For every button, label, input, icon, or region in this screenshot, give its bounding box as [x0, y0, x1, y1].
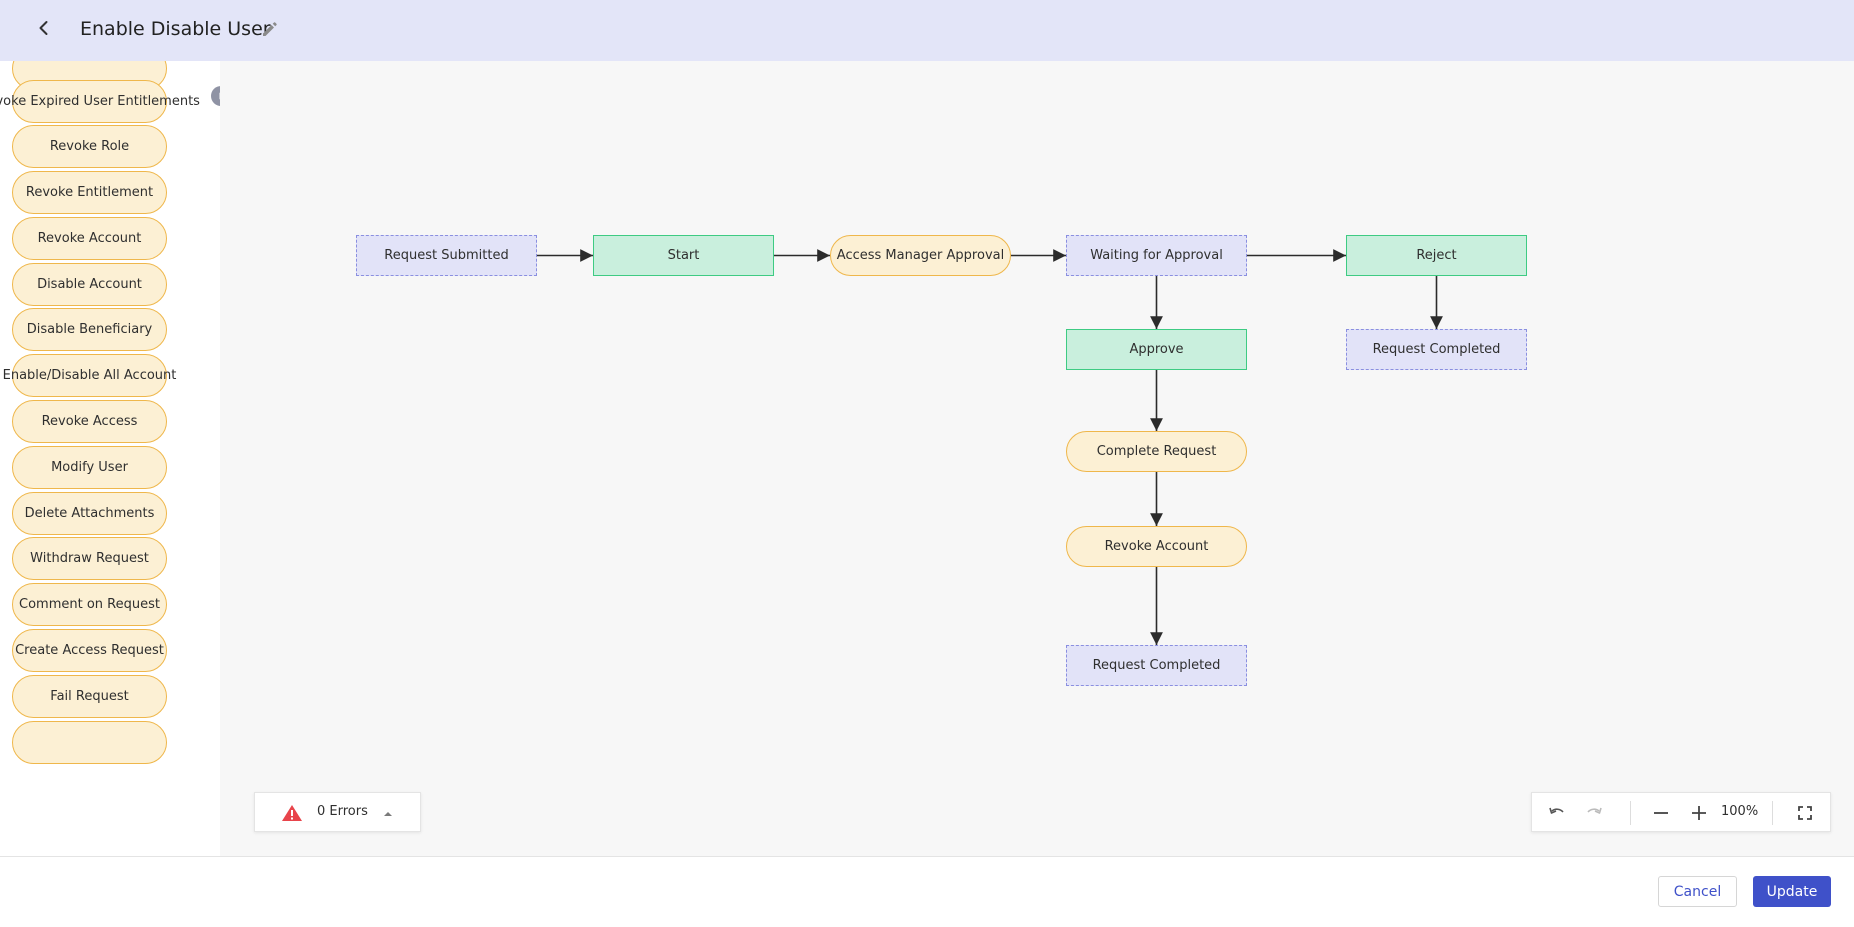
workflow-node-event[interactable]: Request Completed [1346, 329, 1527, 370]
minus-icon [1654, 812, 1668, 814]
workflow-node-event[interactable]: Request Completed [1066, 645, 1247, 686]
update-button[interactable]: Update [1753, 876, 1831, 907]
workflow-canvas[interactable]: 0 Errors [220, 61, 1854, 856]
palette-item[interactable]: Revoke Entitlement [12, 171, 167, 214]
palette-item[interactable]: Enable/Disable All Account [3, 354, 176, 397]
palette-item[interactable]: Revoke Access [12, 400, 167, 443]
palette-item[interactable]: Comment on Request [12, 583, 167, 626]
workflow-node-action[interactable]: Revoke Account [1066, 526, 1247, 567]
palette-item[interactable]: Revoke Role [12, 125, 167, 168]
palette-item[interactable]: Disable Account [12, 263, 167, 306]
errors-count: 0 Errors [317, 804, 368, 819]
undo-icon [1549, 807, 1564, 814]
toolbar-divider [1630, 801, 1631, 825]
page-title: Enable Disable User [80, 18, 271, 40]
zoom-out-button[interactable] [1650, 802, 1672, 824]
workflow-node-state[interactable]: Start [593, 235, 774, 276]
cancel-button[interactable]: Cancel [1658, 876, 1737, 907]
toolbar-divider [1772, 801, 1773, 825]
zoom-in-button[interactable] [1688, 802, 1710, 824]
footer-bar: Cancel Update [0, 856, 1854, 927]
edit-title-button[interactable] [260, 19, 280, 39]
workflow-node-action[interactable]: Complete Request [1066, 431, 1247, 472]
palette-item[interactable]: Withdraw Request [12, 537, 167, 580]
warning-triangle-icon [282, 805, 302, 821]
workflow-node-event[interactable]: Request Submitted [356, 235, 537, 276]
palette-item[interactable]: Delete Attachments [12, 492, 167, 535]
errors-toggle-button[interactable] [381, 806, 395, 820]
workflow-node-state[interactable]: Reject [1346, 235, 1527, 276]
header-bar: Enable Disable User [0, 0, 1854, 61]
palette-item[interactable]: Revoke Account [12, 217, 167, 260]
back-button[interactable] [30, 14, 58, 42]
chevron-left-icon [39, 21, 48, 35]
redo-button[interactable] [1583, 802, 1605, 824]
palette-item[interactable]: Create Access Request [12, 629, 167, 672]
palette-item[interactable]: Modify User [12, 446, 167, 489]
undo-button[interactable] [1546, 802, 1568, 824]
palette-item[interactable]: Revoke Expired User Entitlements [0, 80, 200, 123]
workflow-node-action[interactable]: Access Manager Approval [830, 235, 1011, 276]
pencil-icon [263, 22, 277, 36]
palette-item[interactable]: Disable Beneficiary [12, 308, 167, 351]
fullscreen-button[interactable] [1794, 802, 1816, 824]
palette-item[interactable]: Fail Request [12, 675, 167, 718]
fullscreen-icon [1798, 806, 1812, 820]
workflow-node-state[interactable]: Approve [1066, 329, 1247, 370]
caret-up-icon [384, 812, 392, 816]
workflow-edges [537, 249, 1443, 645]
zoom-level: 100% [1721, 804, 1759, 819]
plus-icon [1692, 806, 1706, 820]
canvas-toolbar: 100% [1531, 792, 1831, 832]
errors-panel: 0 Errors [254, 792, 421, 832]
palette-item[interactable] [12, 721, 167, 764]
workflow-node-event[interactable]: Waiting for Approval [1066, 235, 1247, 276]
redo-icon [1587, 807, 1602, 814]
